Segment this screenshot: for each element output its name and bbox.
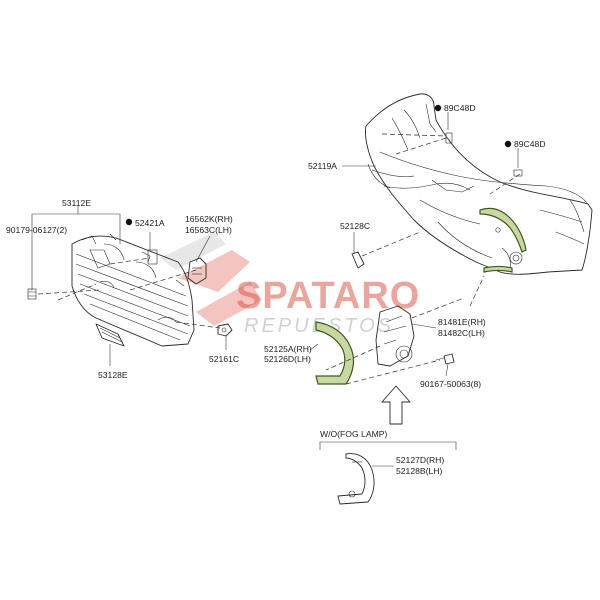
dot-89c48d-top <box>434 104 442 112</box>
dot-89c48d-right <box>504 140 512 148</box>
label-52119a: 52119A <box>308 161 337 171</box>
fog-bezel-52125a <box>315 321 355 385</box>
clip-52161c <box>217 323 233 337</box>
bracket-16562k <box>187 257 207 285</box>
label-52127d: 52127D(RH) <box>396 455 444 465</box>
bumper-garnish-upper <box>479 207 527 253</box>
label-89c48d-top: 89C48D <box>444 103 476 113</box>
grille-molding <box>95 323 125 347</box>
dot-52421a <box>125 218 133 226</box>
clip-90179 <box>27 288 37 300</box>
label-16563c: 16563C(LH) <box>185 225 232 235</box>
label-53112e: 53112E <box>62 198 91 208</box>
leader-lines <box>31 112 519 467</box>
label-16562k: 16562K(RH) <box>185 214 233 224</box>
bumper-cover <box>365 93 593 275</box>
radiator-grille <box>71 233 195 347</box>
connection-lines <box>37 133 521 385</box>
part-52128c <box>351 251 365 269</box>
label-52161c: 52161C <box>209 354 239 364</box>
label-81482c: 81482C(LH) <box>438 328 485 338</box>
screw-90167 <box>435 353 455 365</box>
fog-cover-81481e <box>375 305 415 367</box>
label-52128c: 52128C <box>340 221 370 231</box>
view-arrow-icon <box>381 385 411 425</box>
label-90179: 90179-06127(2) <box>6 225 67 235</box>
label-89c48d-right: 89C48D <box>514 139 546 149</box>
watermark-logo-icon <box>160 232 262 326</box>
label-90167: 90167-50063(8) <box>420 379 481 389</box>
bracket-52127d <box>337 453 375 505</box>
bumper-clips <box>445 132 523 177</box>
label-52125a: 52125A(RH) <box>264 344 312 354</box>
bumper-garnish-lower <box>483 265 513 273</box>
label-wo-fog-lamp: W/O(FOG LAMP) <box>320 429 387 439</box>
label-52128b: 52128B(LH) <box>396 466 442 476</box>
label-52126d: 52126D(LH) <box>264 354 311 364</box>
bracket-52421a <box>147 249 158 265</box>
watermark-brand: SPATARO <box>236 275 420 317</box>
label-81481e: 81481E(RH) <box>438 317 486 327</box>
label-53128e: 53128E <box>98 370 128 380</box>
label-52421a: 52421A <box>135 218 165 228</box>
